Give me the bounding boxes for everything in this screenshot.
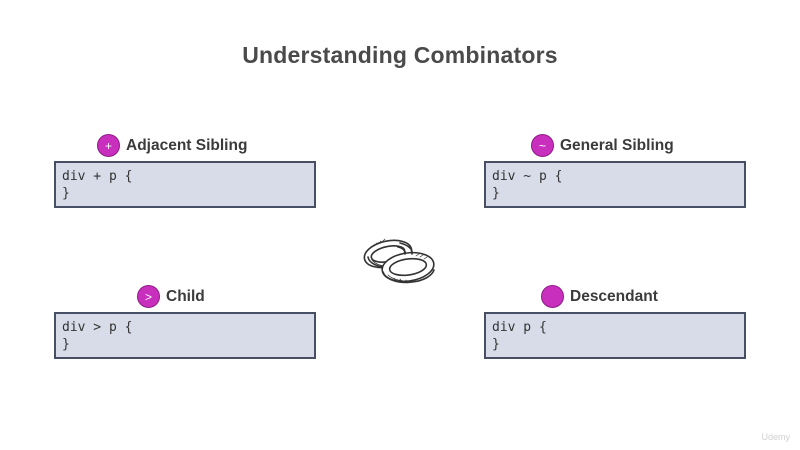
general-sibling-code-box: div ~ p { } (484, 161, 746, 208)
code-line: div p { (492, 320, 547, 335)
adjacent-sibling-heading: + Adjacent Sibling (97, 134, 247, 157)
code-line: div ~ p { (492, 169, 563, 184)
code-line: } (492, 337, 500, 352)
adjacent-sibling-code-box: div + p { } (54, 161, 316, 208)
code-line: } (62, 337, 70, 352)
code-line: } (492, 186, 500, 201)
slide-title: Understanding Combinators (242, 42, 558, 68)
adjacent-sibling-label: Adjacent Sibling (126, 136, 248, 154)
child-label: Child (166, 287, 205, 305)
code-line: } (62, 186, 70, 201)
tilde-icon: ~ (531, 134, 554, 157)
general-sibling-label: General Sibling (560, 136, 674, 154)
child-heading: > Child (137, 285, 205, 308)
greater-than-icon: > (137, 285, 160, 308)
descendant-heading: Descendant (541, 285, 658, 308)
code-line: div > p { (62, 320, 133, 335)
dot-icon (541, 285, 564, 308)
general-sibling-heading: ~ General Sibling (531, 134, 674, 157)
child-code-box: div > p { } (54, 312, 316, 359)
plus-icon: + (97, 134, 120, 157)
interlocking-rings-icon (363, 238, 435, 284)
descendant-label: Descendant (570, 287, 658, 305)
code-line: div + p { (62, 169, 133, 184)
udemy-watermark: Udemy (761, 432, 790, 442)
descendant-code-box: div p { } (484, 312, 746, 359)
